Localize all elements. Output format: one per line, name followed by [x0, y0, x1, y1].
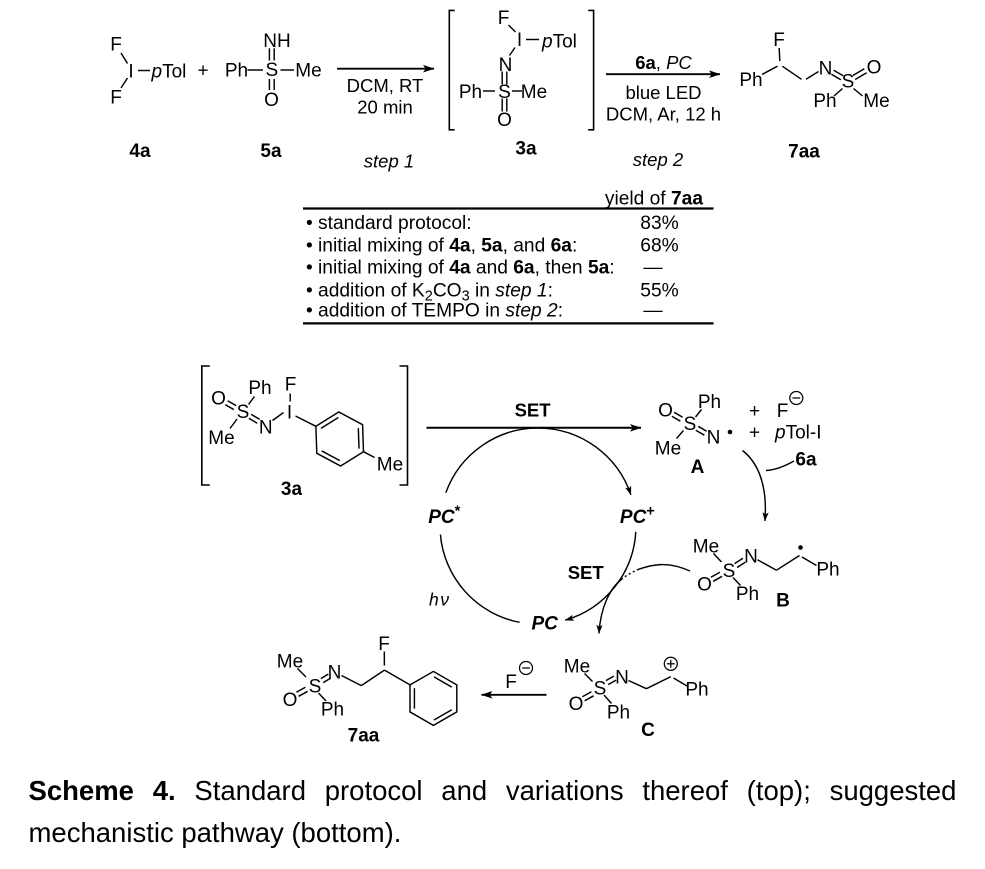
svg-text:Me: Me [377, 455, 403, 476]
svg-text:pTol-I: pTol-I [774, 423, 821, 444]
svg-text:PC*: PC* [428, 504, 460, 529]
svg-text:6a, PC: 6a, PC [635, 52, 692, 73]
svg-text:F: F [777, 401, 789, 422]
svg-text:SET: SET [515, 400, 552, 421]
svg-text:Ph: Ph [813, 91, 836, 112]
svg-text:I: I [517, 30, 522, 51]
svg-text:step 1: step 1 [364, 151, 414, 172]
svg-text:S: S [237, 402, 250, 423]
svg-text:+: + [749, 423, 760, 444]
svg-text:Ph: Ph [321, 700, 344, 721]
svg-text:S: S [842, 72, 855, 93]
svg-text:S: S [498, 82, 511, 103]
svg-text:PC: PC [531, 614, 558, 635]
svg-text:step 2: step 2 [633, 149, 684, 170]
svg-text:Ph: Ph [459, 82, 482, 103]
svg-text:Me: Me [208, 428, 234, 449]
svg-text:3a: 3a [515, 138, 537, 159]
svg-text:Me: Me [655, 439, 681, 460]
svg-text:O: O [658, 401, 673, 422]
svg-text:• initial mixing of 4a, 5a, an: • initial mixing of 4a, 5a, and 6a: [306, 235, 577, 256]
svg-text:O: O [867, 58, 882, 79]
svg-text:S: S [594, 679, 607, 700]
svg-text:hν: hν [429, 590, 449, 610]
svg-text:F: F [505, 672, 517, 693]
svg-text:SET: SET [568, 562, 605, 583]
svg-text:+: + [197, 61, 208, 82]
svg-text:Me: Me [693, 537, 719, 558]
svg-text:DCM, RT: DCM, RT [347, 75, 424, 96]
svg-text:7aa: 7aa [788, 141, 820, 162]
svg-text:Me: Me [295, 61, 321, 82]
svg-text:—: — [643, 301, 663, 322]
svg-text:O: O [697, 575, 712, 596]
svg-text:Ph: Ph [685, 680, 708, 701]
svg-text:• initial mixing of 4a and 6a,: • initial mixing of 4a and 6a, then 5a: [306, 258, 615, 279]
svg-text:N: N [499, 55, 513, 76]
svg-text:Ph: Ph [736, 584, 759, 605]
svg-text:4a: 4a [129, 141, 151, 162]
svg-text:S: S [309, 677, 322, 698]
svg-text:5a: 5a [260, 141, 282, 162]
svg-text:DCM, Ar, 12 h: DCM, Ar, 12 h [606, 103, 721, 124]
svg-text:N: N [744, 547, 758, 568]
svg-text:O: O [283, 690, 298, 711]
svg-text:N: N [259, 418, 273, 439]
svg-text:N: N [615, 668, 629, 689]
svg-text:Ph: Ph [739, 70, 762, 91]
svg-text:pTol: pTol [541, 32, 577, 53]
svg-text:Ph: Ph [225, 61, 248, 82]
svg-text:B: B [776, 590, 790, 611]
svg-text:N: N [328, 663, 342, 684]
svg-text:Me: Me [521, 82, 547, 103]
svg-text:N: N [707, 428, 721, 449]
svg-text:NH: NH [263, 31, 290, 52]
svg-text:I: I [128, 62, 133, 83]
svg-text:• addition of TEMPO in step 2:: • addition of TEMPO in step 2: [306, 301, 563, 322]
svg-text:pTol: pTol [151, 62, 187, 83]
svg-text:Me: Me [277, 652, 303, 673]
svg-text:6a: 6a [795, 449, 817, 470]
svg-text:83%: 83% [640, 213, 678, 234]
svg-text:—: — [643, 258, 663, 279]
svg-text:F: F [110, 88, 122, 109]
svg-text:F: F [498, 8, 510, 29]
svg-text:A: A [691, 457, 705, 478]
svg-text:Ph: Ph [816, 560, 839, 581]
svg-text:Me: Me [564, 657, 590, 678]
svg-text:+: + [749, 401, 760, 422]
svg-text:F: F [285, 375, 297, 396]
svg-text:20 min: 20 min [357, 97, 413, 118]
svg-text:55%: 55% [640, 280, 678, 301]
svg-text:• standard protocol:: • standard protocol: [306, 213, 472, 234]
svg-text:3a: 3a [281, 479, 303, 500]
svg-text:Ph: Ph [607, 703, 630, 724]
svg-text:S: S [265, 60, 278, 81]
svg-text:C: C [641, 720, 655, 741]
svg-text:O: O [264, 90, 279, 111]
svg-text:O: O [569, 694, 584, 715]
svg-text:O: O [211, 389, 226, 410]
svg-text:S: S [684, 414, 697, 435]
svg-text:N: N [819, 59, 833, 80]
svg-text:Ph: Ph [248, 378, 271, 399]
svg-text:F: F [773, 30, 785, 51]
svg-text:7aa: 7aa [348, 725, 380, 746]
svg-text:blue LED: blue LED [625, 82, 701, 103]
svg-text:S: S [723, 561, 736, 582]
svg-text:Me: Me [863, 91, 889, 112]
svg-text:F: F [378, 634, 390, 655]
svg-text:Ph: Ph [698, 392, 721, 413]
svg-text:PC+: PC+ [620, 504, 655, 529]
svg-text:68%: 68% [640, 235, 678, 256]
svg-text:F: F [110, 35, 122, 56]
svg-text:I: I [287, 403, 292, 424]
svg-text:yield of 7aa: yield of 7aa [605, 189, 703, 210]
svg-text:O: O [497, 110, 512, 131]
